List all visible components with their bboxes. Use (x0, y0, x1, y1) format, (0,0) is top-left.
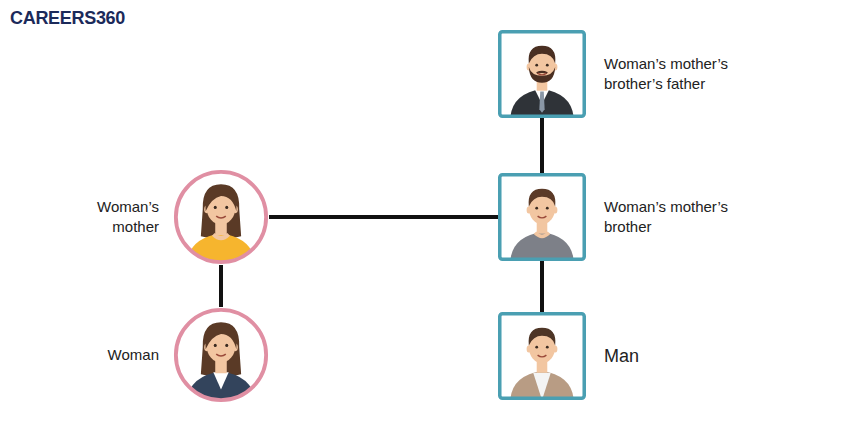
relation-line (542, 118, 543, 173)
avatar-illustration (498, 173, 586, 261)
relation-label: Woman’s mother (69, 197, 159, 237)
person-circle: Woman (173, 307, 269, 403)
relation-label: Woman (69, 345, 159, 365)
avatar-illustration (498, 30, 586, 118)
logo-text: CAREERS360 (10, 8, 125, 29)
person-circle: Woman’s mother (173, 169, 269, 265)
relation-label: Woman’s mother’s brother’s father (604, 54, 764, 94)
avatar-illustration (173, 307, 269, 403)
person-box: Woman’s mother’s brother’s father (498, 30, 586, 118)
relation-label: Man (604, 344, 764, 368)
relation-line (542, 261, 543, 312)
relation-line (221, 265, 222, 307)
avatar-illustration (498, 312, 586, 400)
avatar-illustration (173, 169, 269, 265)
person-box: Man (498, 312, 586, 400)
person-box: Woman’s mother’s brother (498, 173, 586, 261)
relation-line (269, 217, 498, 218)
relation-label: Woman’s mother’s brother (604, 197, 764, 237)
